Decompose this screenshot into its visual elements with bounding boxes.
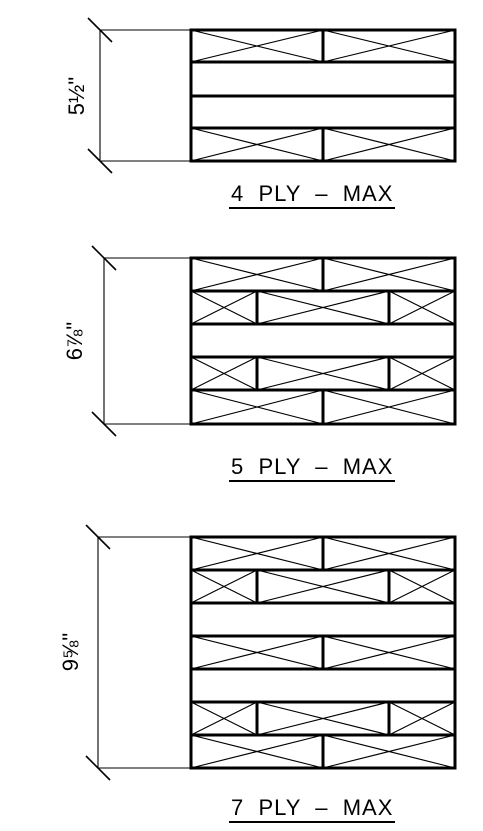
section-7-ply bbox=[189, 535, 457, 770]
dimension-line-3: 9⅝" bbox=[58, 524, 190, 781]
detail-7-ply: 9⅝" bbox=[58, 524, 457, 781]
caption-5-ply: 5 PLY – MAX bbox=[229, 455, 396, 482]
caption-7-ply: 7 PLY – MAX bbox=[229, 796, 396, 823]
dimension-line-2: 6⅞" bbox=[62, 245, 190, 437]
dimension-line-1: 5½" bbox=[64, 17, 190, 174]
section-5-ply bbox=[189, 256, 457, 426]
caption-4-ply: 4 PLY – MAX bbox=[229, 182, 396, 209]
detail-4-ply: 5½" bbox=[64, 17, 457, 174]
section-4-ply bbox=[189, 28, 457, 163]
dimension-text-3: 9⅝" bbox=[58, 633, 83, 671]
dimension-text-2: 6⅞" bbox=[62, 322, 87, 360]
detail-5-ply: 6⅞" bbox=[62, 245, 457, 437]
dimension-text-1: 5½" bbox=[64, 77, 89, 115]
